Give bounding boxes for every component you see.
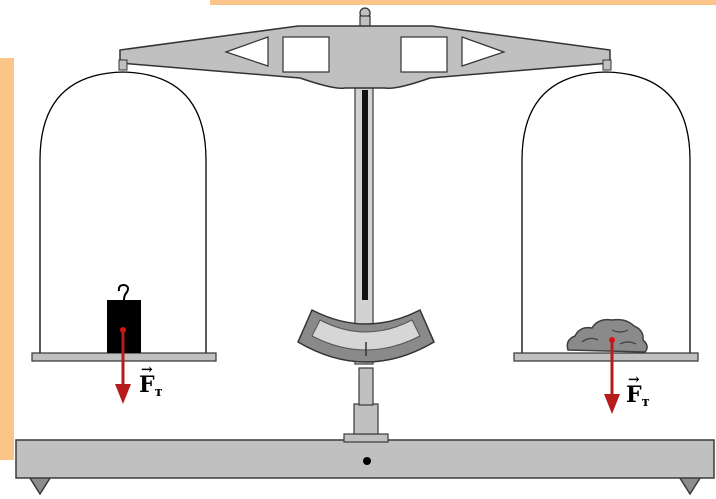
right-pan-plate bbox=[513, 352, 699, 362]
weight-hook bbox=[117, 283, 129, 301]
base-center-dot bbox=[363, 457, 371, 465]
column-post bbox=[358, 367, 374, 406]
beam-right-hook bbox=[602, 59, 612, 71]
right-pan-assembly bbox=[513, 71, 699, 414]
rock-detail bbox=[581, 329, 637, 345]
scale-dial bbox=[297, 308, 435, 363]
column-foot bbox=[343, 433, 389, 443]
scale-base bbox=[15, 439, 715, 496]
left-force-label: → Fт bbox=[139, 363, 163, 400]
balance-beam bbox=[118, 7, 612, 90]
left-pan-string bbox=[39, 71, 207, 353]
dial-arc-face bbox=[311, 319, 421, 351]
right-pan-string bbox=[521, 71, 691, 353]
left-accent-bar bbox=[0, 58, 14, 460]
right-force-subscript: т bbox=[641, 395, 650, 410]
left-pan-assembly bbox=[31, 71, 217, 404]
center-column bbox=[343, 85, 389, 443]
right-vector-mark: → bbox=[628, 372, 640, 388]
right-force-symbol: F bbox=[626, 382, 642, 408]
beam-left-hook bbox=[118, 59, 128, 71]
beam-body bbox=[119, 25, 611, 90]
left-force-subscript: т bbox=[154, 385, 163, 400]
left-vector-mark: → bbox=[141, 362, 153, 378]
column-block bbox=[353, 403, 379, 435]
top-accent-bar bbox=[210, 0, 716, 5]
rock bbox=[566, 318, 648, 353]
beam-window-right-outer bbox=[461, 36, 506, 67]
right-force-arrow-head bbox=[604, 394, 620, 414]
beam-window-left-outer bbox=[224, 36, 269, 67]
left-force-arrow-head bbox=[115, 384, 131, 404]
beam-window-left-inner bbox=[282, 36, 330, 73]
right-force-label: → Fт bbox=[626, 373, 650, 410]
beam-window-right-inner bbox=[400, 36, 448, 73]
pointer-rod-core bbox=[362, 90, 368, 300]
left-force-symbol: F bbox=[139, 372, 155, 398]
